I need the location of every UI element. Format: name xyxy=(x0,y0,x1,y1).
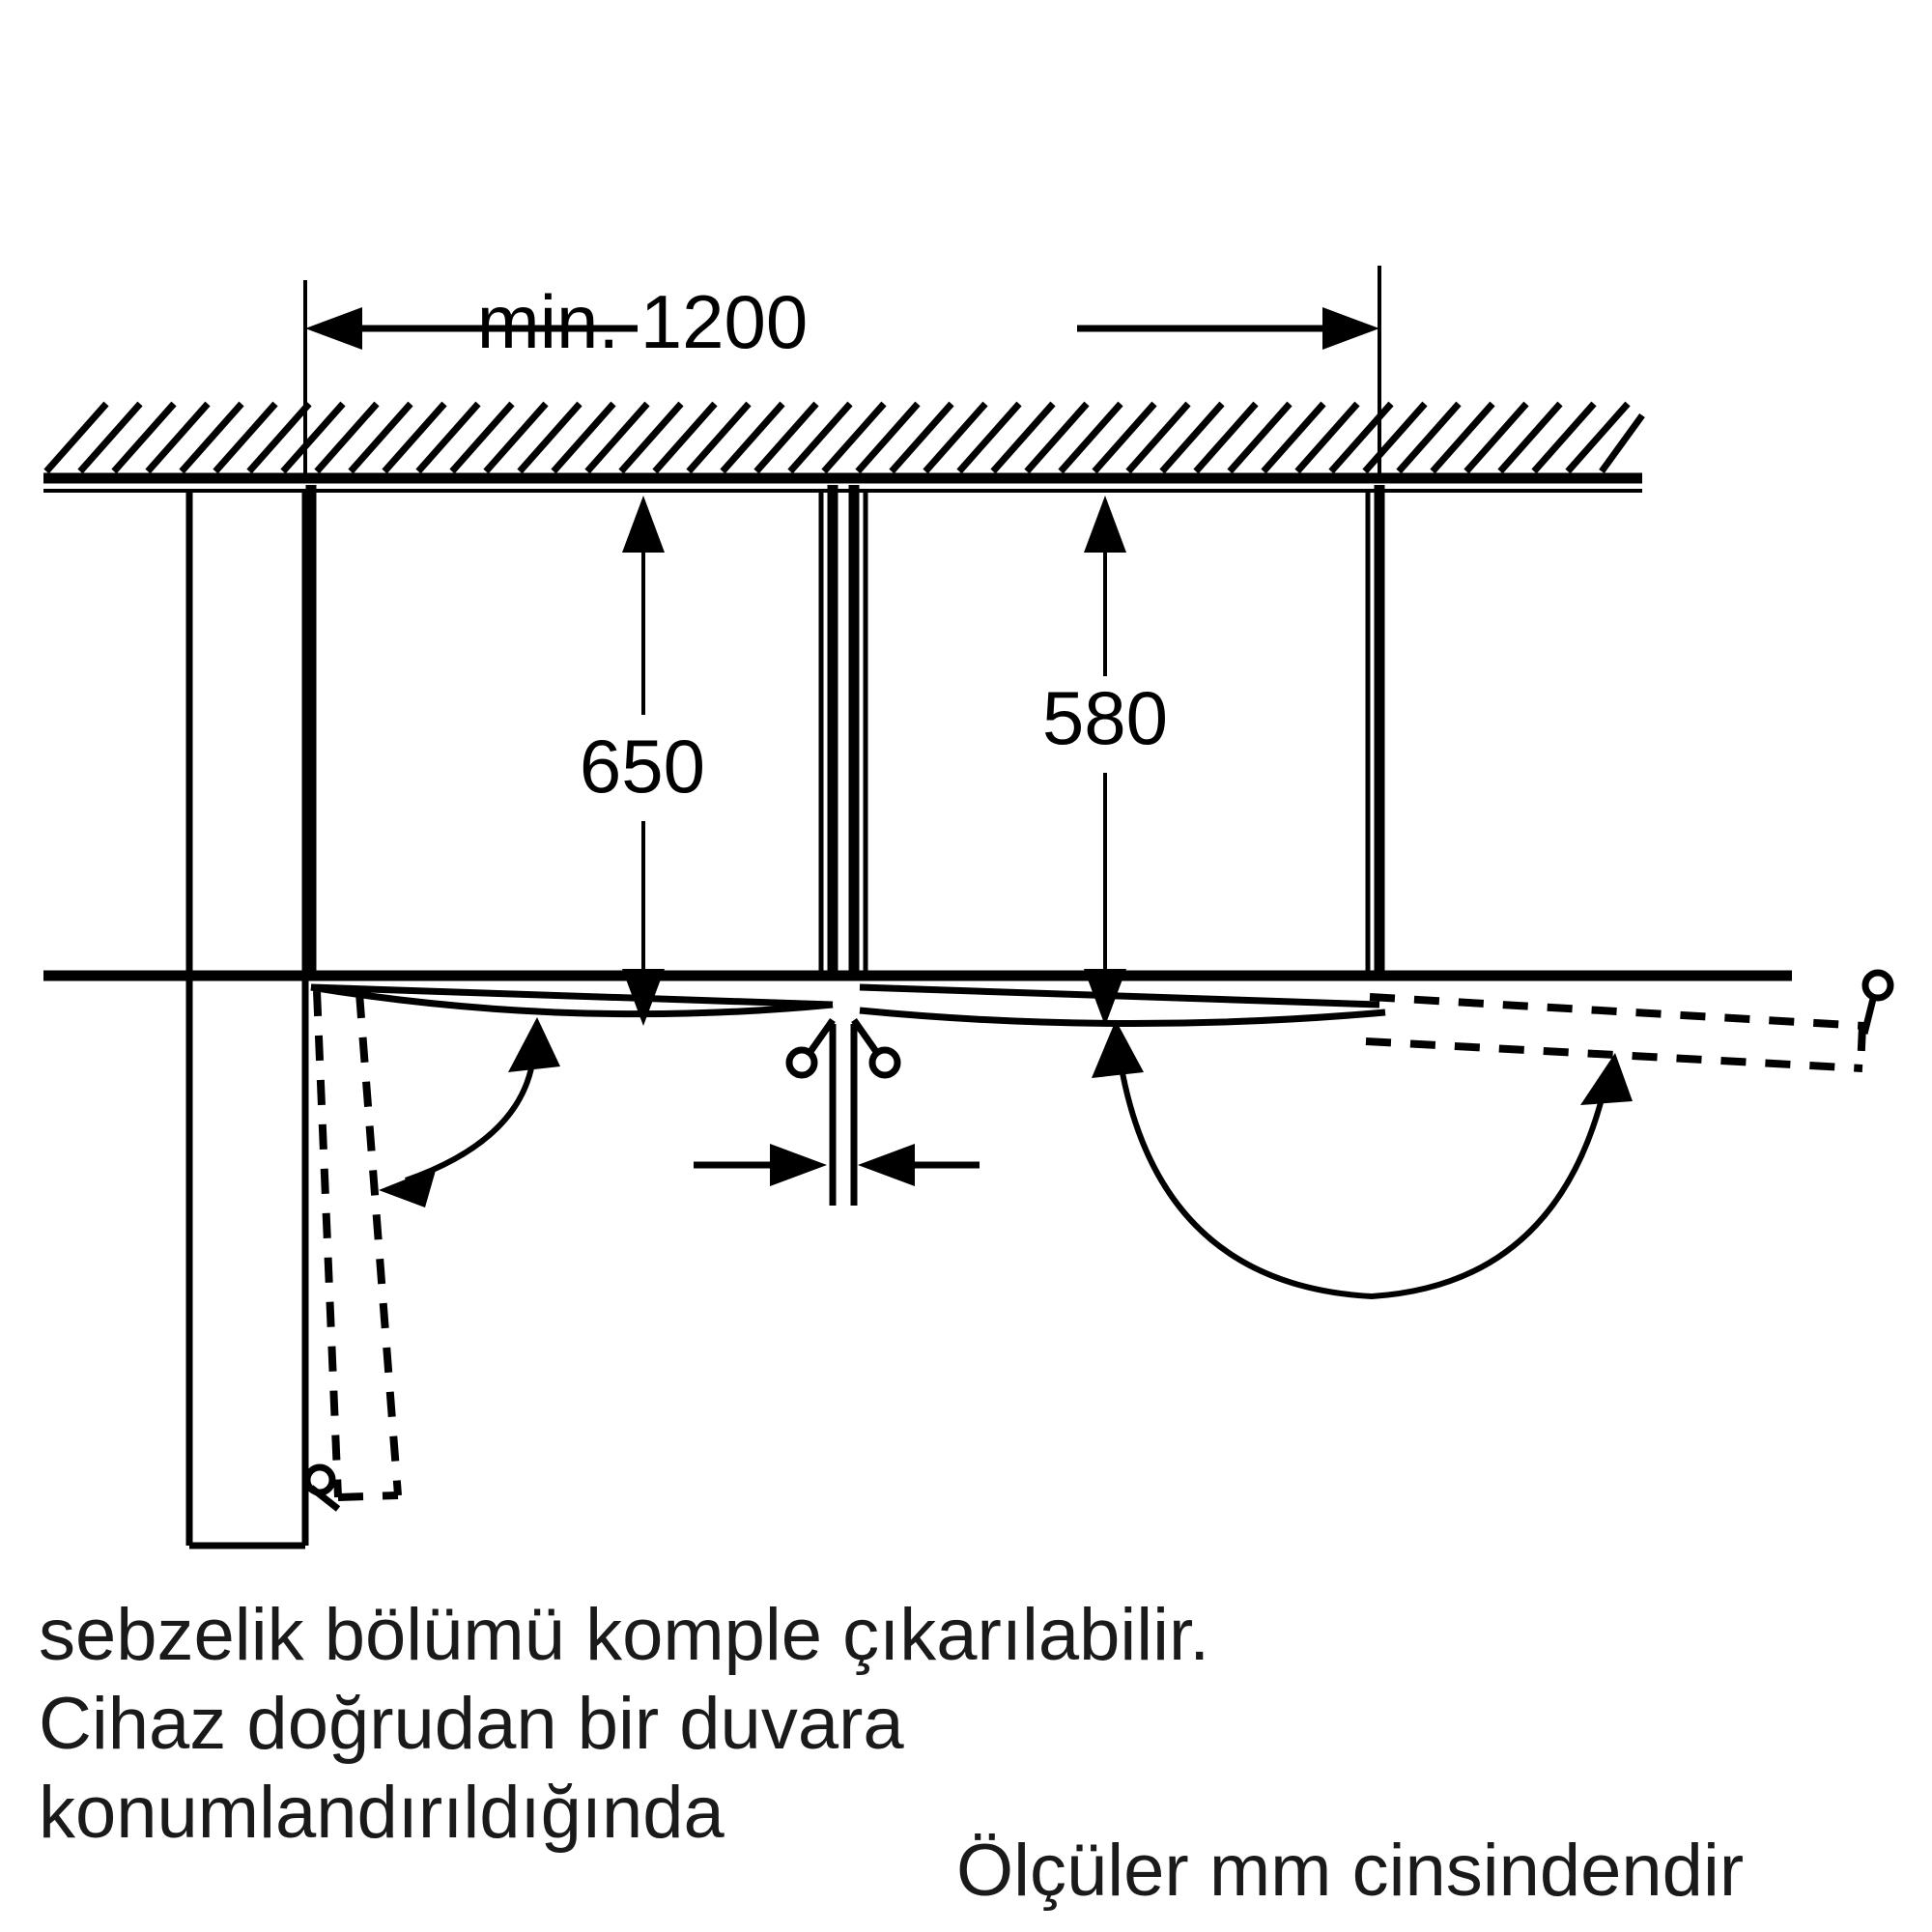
hinge-pivot-right-center xyxy=(868,1046,901,1079)
note-line-1: sebzelik bölümü komple çıkarılabilir. xyxy=(39,1594,1209,1676)
dim580-arrowhead-bottom xyxy=(1084,969,1126,1026)
left-appliance-body xyxy=(305,485,838,1018)
adjacent-cabinet xyxy=(185,491,309,1549)
left-open-door-end xyxy=(337,1492,399,1501)
gap-arrowhead-right xyxy=(858,1144,915,1186)
right-open-door-edge-upper xyxy=(1369,993,1865,1030)
dim650-arrowhead-top xyxy=(622,496,665,553)
hinge-arm-right-center xyxy=(851,1017,880,1056)
dimension-580 xyxy=(1084,496,1126,1026)
center-hinges xyxy=(785,1017,901,1079)
hinge-pivot-right-open xyxy=(1861,969,1894,1002)
left-open-door-edge-outer xyxy=(355,992,402,1496)
dim-label-580: 580 xyxy=(1042,675,1168,760)
hinge-arm-left-center xyxy=(807,1017,836,1056)
hatched-wall-region xyxy=(43,401,1645,493)
hinge-arm-right-open xyxy=(1861,994,1878,1035)
dim-label-650: 650 xyxy=(580,724,705,809)
dim-label-min-1200: min. 1200 xyxy=(477,279,809,364)
right-appliance-door-front xyxy=(859,983,1380,1009)
center-gap-dimension xyxy=(694,1024,980,1206)
left-swing-arrowhead-up xyxy=(508,1017,560,1072)
dimension-min-1200 xyxy=(303,266,1381,483)
left-swing-arrowhead-down xyxy=(379,1167,437,1208)
left-appliance-door-outer xyxy=(310,983,834,1018)
right-door-swing-arc xyxy=(1092,1020,1633,1300)
left-appliance-door-front xyxy=(310,983,834,1009)
note-line-3: konumlandırıldığında xyxy=(39,1772,725,1854)
right-open-door-edge-lower xyxy=(1365,1037,1863,1072)
right-swing-arrowhead-left xyxy=(1092,1020,1144,1078)
hinge-pivot-left-center xyxy=(785,1046,818,1079)
note-line-2: Cihaz doğrudan bir duvara xyxy=(39,1683,904,1765)
hinge-pivot-left-open xyxy=(303,1463,336,1496)
units-note-label: Ölçüler mm cinsindendir xyxy=(956,1830,1744,1912)
right-door-open-dashed xyxy=(1365,969,1894,1072)
right-swing-path xyxy=(1118,1062,1606,1300)
right-swing-arrowhead-right xyxy=(1580,1053,1633,1105)
left-door-swing-arc xyxy=(379,1017,560,1208)
dim-arrowhead-left xyxy=(305,307,362,350)
right-appliance-door-outer xyxy=(859,1007,1386,1027)
left-swing-path xyxy=(405,1057,536,1183)
right-appliance-body xyxy=(848,485,1386,1027)
dim-arrowhead-right xyxy=(1322,307,1379,350)
dim580-arrowhead-top xyxy=(1084,496,1126,553)
dim650-arrowhead-bottom xyxy=(622,969,665,1026)
gap-arrowhead-left xyxy=(770,1144,827,1186)
dimension-650 xyxy=(622,496,665,1026)
left-open-door-edge-inner xyxy=(313,990,342,1498)
left-door-open-dashed xyxy=(303,990,402,1512)
